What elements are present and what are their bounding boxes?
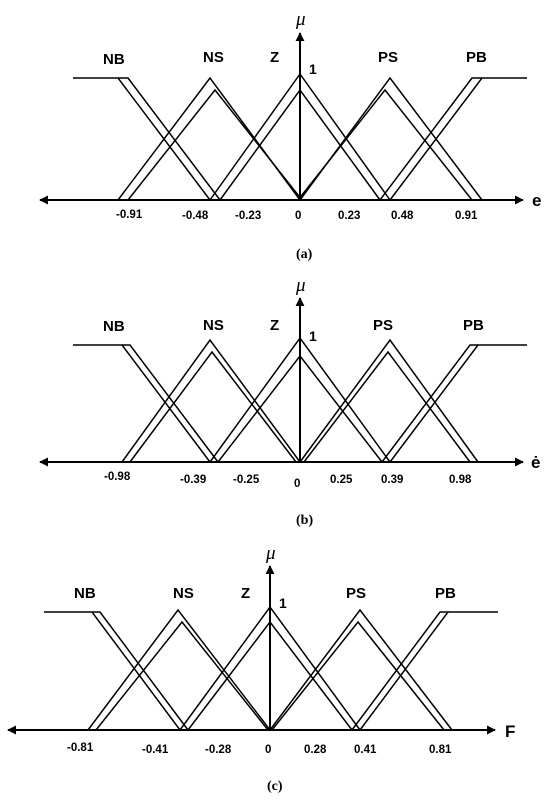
set-label-ps-a: PS bbox=[378, 49, 398, 66]
tick-a-3: 0 bbox=[295, 210, 301, 222]
tick-a-5: 0.48 bbox=[391, 210, 414, 222]
y-symbol-b: μ bbox=[295, 275, 306, 296]
mf-nb-b-outer bbox=[73, 344, 211, 463]
tick-b-1: -0.39 bbox=[180, 474, 206, 486]
mf-pb-a-inner bbox=[379, 77, 482, 201]
mf-nb-c-outer bbox=[44, 611, 181, 731]
set-label-ps-c: PS bbox=[346, 585, 366, 602]
caption-a: (a) bbox=[296, 247, 313, 262]
set-label-z-a: Z bbox=[270, 49, 279, 66]
tick-a-0: -0.91 bbox=[116, 209, 143, 221]
mf-ps-c-inner bbox=[271, 620, 445, 731]
tick-a-6: 0.91 bbox=[455, 210, 478, 222]
tick-c-6: 0.81 bbox=[429, 744, 452, 756]
mf-ns-c-outer bbox=[87, 608, 271, 731]
mf-nb-c-inner bbox=[92, 611, 189, 731]
tick-a-1: -0.48 bbox=[182, 210, 209, 222]
set-label-pb-b: PB bbox=[463, 317, 484, 334]
set-label-ns-b: NS bbox=[203, 317, 224, 334]
peak-label-a: 1 bbox=[309, 61, 317, 77]
mf-ps-a-inner bbox=[297, 88, 473, 201]
mf-pb-b-outer bbox=[389, 344, 527, 463]
set-label-ps-b: PS bbox=[373, 317, 393, 334]
tick-c-3: 0 bbox=[265, 744, 271, 756]
axis-label-a: e bbox=[532, 191, 541, 210]
mf-nb-b-inner bbox=[122, 344, 219, 463]
tick-c-2: -0.28 bbox=[205, 744, 232, 756]
tick-b-4: 0.25 bbox=[330, 474, 353, 486]
set-label-nb-c: NB bbox=[74, 585, 96, 602]
mf-ns-b-inner bbox=[129, 350, 297, 463]
axis-label-c: F bbox=[505, 722, 515, 741]
mf-ns-a-outer bbox=[117, 76, 301, 201]
peak-label-c: 1 bbox=[279, 595, 287, 611]
tick-b-6: 0.98 bbox=[449, 474, 472, 486]
tick-a-4: 0.23 bbox=[338, 210, 360, 222]
set-label-z-b: Z bbox=[270, 317, 279, 334]
mf-nb-a-inner bbox=[118, 77, 221, 201]
mf-ns-c-inner bbox=[95, 620, 269, 731]
tick-b-5: 0.39 bbox=[381, 474, 403, 486]
caption-c: (c) bbox=[267, 779, 283, 794]
tick-b-3: 0 bbox=[294, 478, 300, 490]
tick-c-4: 0.28 bbox=[304, 744, 327, 756]
diagram-a: μ 1 NB NS Z PS PB -0.91 -0.48 -0.23 0 0.… bbox=[39, 9, 541, 262]
axis-label-b: ė bbox=[531, 453, 540, 472]
diagram-c: μ 1 NB NS Z PS PB -0.81 -0.41 -0.28 0 0.… bbox=[7, 543, 515, 794]
tick-b-0: -0.98 bbox=[104, 471, 131, 483]
set-label-nb-a: NB bbox=[103, 51, 125, 68]
tick-c-0: -0.81 bbox=[67, 742, 94, 754]
y-symbol-c: μ bbox=[265, 543, 276, 564]
set-label-ns-a: NS bbox=[203, 49, 224, 66]
set-label-ns-c: NS bbox=[173, 585, 194, 602]
mf-ps-a-outer bbox=[299, 76, 483, 201]
tick-c-5: 0.41 bbox=[354, 744, 377, 756]
tick-a-2: -0.23 bbox=[235, 210, 261, 222]
mf-pb-b-inner bbox=[381, 344, 478, 463]
caption-b: (b) bbox=[296, 513, 313, 528]
set-label-pb-a: PB bbox=[466, 49, 487, 66]
peak-label-b: 1 bbox=[309, 328, 317, 344]
mf-pb-c-inner bbox=[351, 611, 448, 731]
mf-ns-a-inner bbox=[127, 88, 303, 201]
mf-ns-b-outer bbox=[121, 338, 301, 463]
mf-ps-b-outer bbox=[299, 338, 479, 463]
set-label-z-c: Z bbox=[241, 585, 250, 602]
set-label-pb-c: PB bbox=[435, 585, 456, 602]
y-symbol-a: μ bbox=[295, 9, 306, 30]
tick-b-2: -0.25 bbox=[233, 474, 260, 486]
diagram-b: μ 1 NB NS Z PS PB -0.98 -0.39 -0.25 0 0.… bbox=[39, 275, 540, 528]
tick-c-1: -0.41 bbox=[142, 744, 169, 756]
set-label-nb-b: NB bbox=[103, 318, 125, 335]
mf-ps-c-outer bbox=[269, 608, 453, 731]
mf-ps-b-inner bbox=[303, 350, 471, 463]
